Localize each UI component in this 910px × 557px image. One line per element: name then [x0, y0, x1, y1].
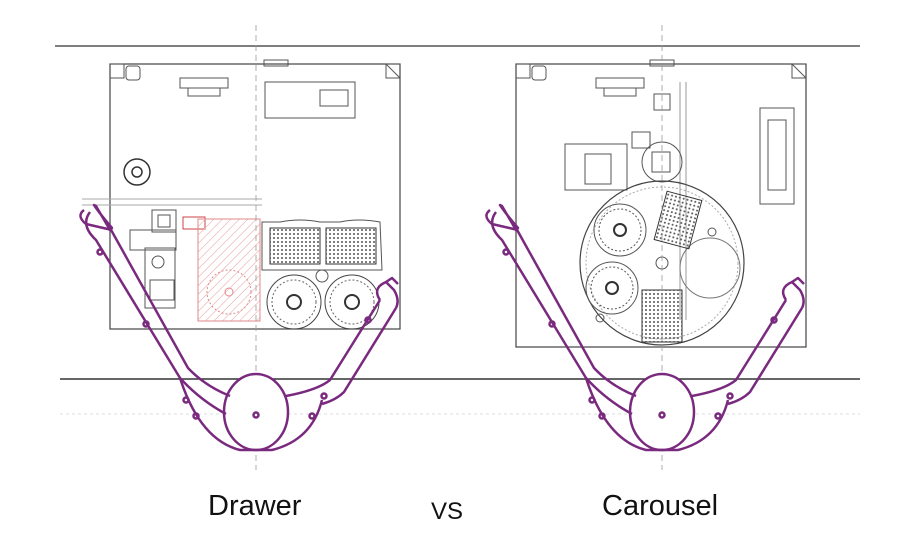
rotor-disc-icon	[585, 261, 639, 315]
caption-drawer: Drawer	[208, 490, 302, 522]
rotor-disc-icon	[593, 203, 647, 257]
plate-rack-icon	[269, 227, 321, 265]
carousel-instrument	[515, 25, 807, 470]
rotor-disc-icon	[324, 274, 380, 330]
operator-body-outline-icon	[485, 203, 805, 452]
caption-versus: VS	[431, 498, 464, 525]
plate-rack-icon	[653, 190, 703, 250]
drawer-instrument	[82, 25, 401, 470]
drawer-highlight	[197, 218, 261, 322]
plate-rack-icon	[325, 227, 377, 265]
operator-body-outline-icon	[79, 203, 399, 452]
alignment-target-icon	[123, 158, 151, 186]
rotor-disc-icon	[266, 274, 322, 330]
caption-carousel: Carousel	[602, 490, 719, 522]
